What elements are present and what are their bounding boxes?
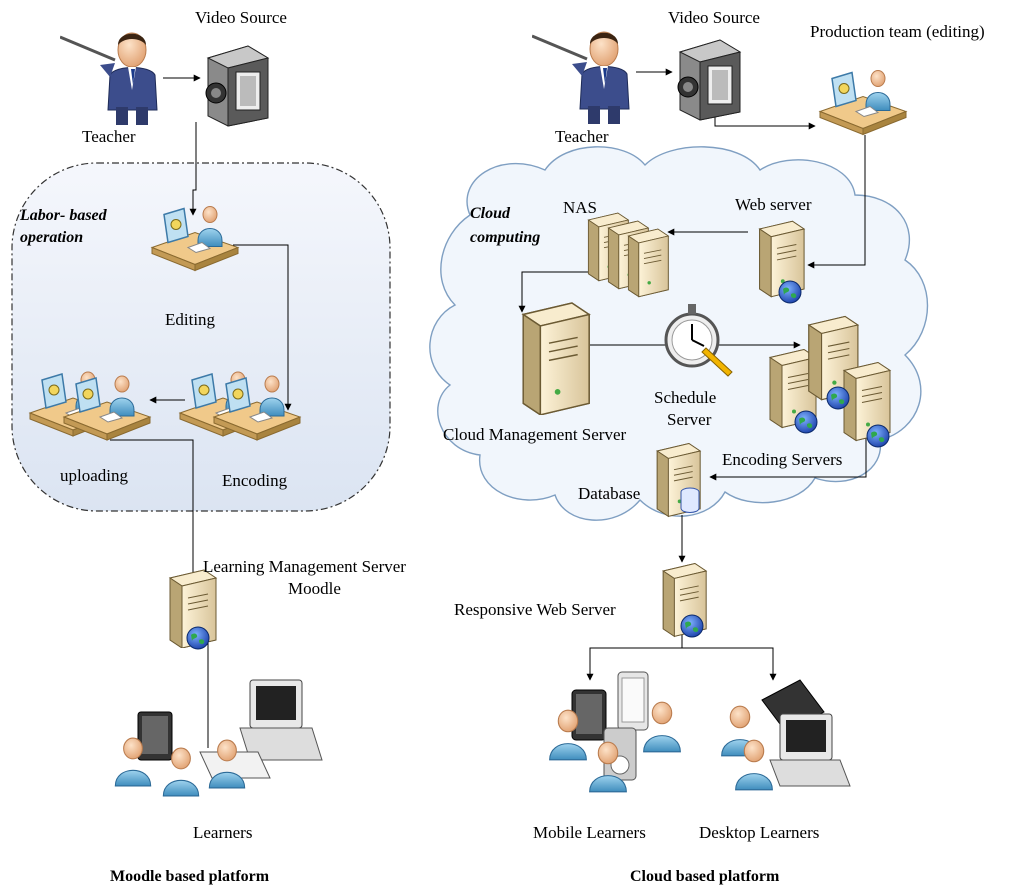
- desktop-learners-icon: [721, 679, 851, 791]
- right-teacher-label: Teacher: [555, 127, 609, 146]
- database-server-icon: [656, 443, 701, 517]
- cloud-management-server-icon: [522, 302, 590, 415]
- lms-label: Learning Management Server: [203, 557, 406, 576]
- labor-based-title-line2: operation: [20, 229, 84, 246]
- encoding-servers-label: Encoding Servers: [722, 450, 843, 469]
- editing-label: Editing: [165, 310, 216, 329]
- teacher-icon: [60, 31, 159, 125]
- web-server-icon: [759, 220, 805, 304]
- production-team-label: Production team (editing): [810, 22, 985, 41]
- left-video-source-label: Video Source: [195, 8, 287, 27]
- learning-management-server-icon: [169, 569, 217, 650]
- desktop-learners-label: Desktop Learners: [699, 823, 820, 842]
- video-camera-icon-right: [677, 39, 741, 121]
- left-teacher-label: Teacher: [82, 127, 136, 146]
- responsive-web-server-icon: [662, 563, 707, 638]
- cloud-platform-caption: Cloud based platform: [630, 868, 780, 885]
- video-camera-icon: [205, 45, 269, 127]
- moodle-platform-caption: Moodle based platform: [110, 868, 270, 885]
- cloud-computing-title-line2: computing: [470, 229, 541, 246]
- mobile-learners-label: Mobile Learners: [533, 823, 646, 842]
- cloud-computing-title: Cloud: [470, 205, 511, 222]
- lms-moodle-label: Moodle: [288, 579, 341, 598]
- labor-based-title: Labor- based: [20, 207, 107, 224]
- mobile-learners-icon: [549, 671, 681, 793]
- schedule-stopwatch-icon: [664, 304, 733, 377]
- learners-label: Learners: [193, 823, 253, 842]
- right-video-source-label: Video Source: [668, 8, 760, 27]
- production-workstation-icon: [819, 69, 907, 136]
- teacher-icon-right: [532, 30, 631, 124]
- schedule-server-label-line2: Server: [667, 410, 712, 429]
- encoding-label: Encoding: [222, 471, 288, 490]
- web-server-label: Web server: [735, 195, 812, 214]
- cloud-management-server-label: Cloud Management Server: [443, 425, 627, 444]
- database-label: Database: [578, 484, 641, 503]
- responsive-web-server-label: Responsive Web Server: [454, 600, 616, 619]
- learners-devices-icon: [114, 679, 323, 797]
- uploading-label: uploading: [60, 466, 128, 485]
- schedule-server-label: Schedule: [654, 388, 717, 407]
- nas-label: NAS: [563, 198, 598, 217]
